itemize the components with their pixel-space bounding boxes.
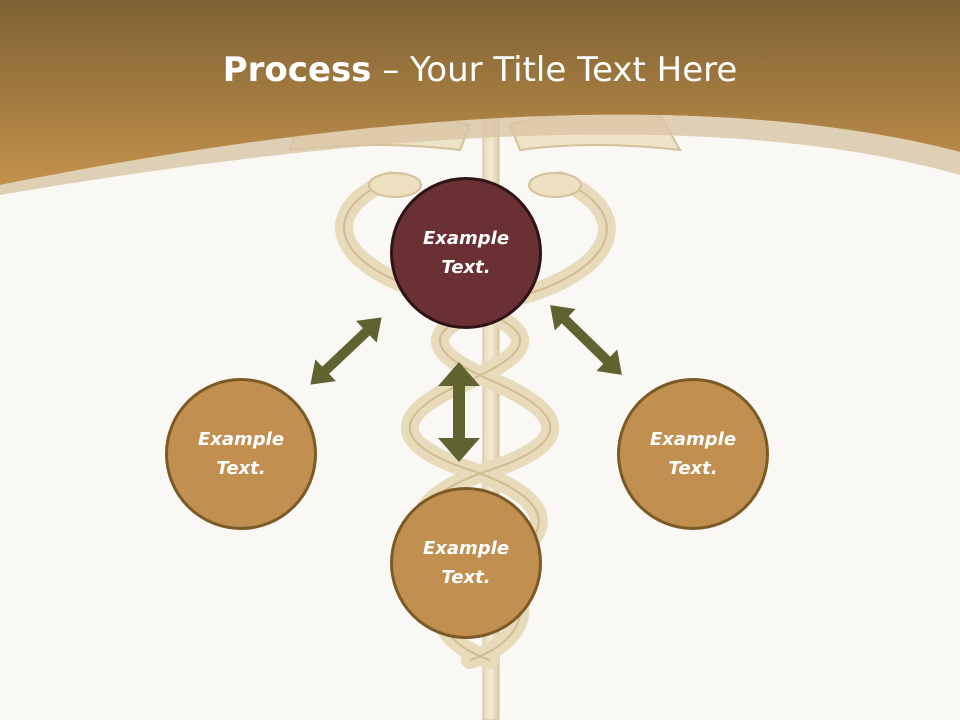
title-rest: – Your Title Text Here — [371, 50, 738, 90]
node-left-line1: Example — [197, 429, 285, 450]
header-band — [0, 0, 960, 185]
node-top-line2: Text. — [441, 257, 491, 278]
node-right-line1: Example — [649, 429, 737, 450]
header-accent-curve — [0, 114, 960, 195]
node-left-line2: Text. — [216, 458, 266, 479]
title-bold: Process — [222, 50, 372, 90]
node-top-line1: Example — [422, 228, 510, 249]
node-right-line2: Text. — [668, 458, 718, 479]
node-bottom-line2: Text. — [441, 567, 491, 588]
node-left: Example Text. — [165, 378, 317, 530]
node-top: Example Text. — [390, 177, 542, 329]
page-title: Process – Your Title Text Here — [0, 50, 960, 90]
node-right: Example Text. — [617, 378, 769, 530]
node-bottom-line1: Example — [422, 538, 510, 559]
arrow-top-right — [550, 305, 622, 375]
arrow-vertical — [438, 362, 480, 462]
arrow-top-left — [310, 317, 382, 385]
node-bottom: Example Text. — [390, 487, 542, 639]
